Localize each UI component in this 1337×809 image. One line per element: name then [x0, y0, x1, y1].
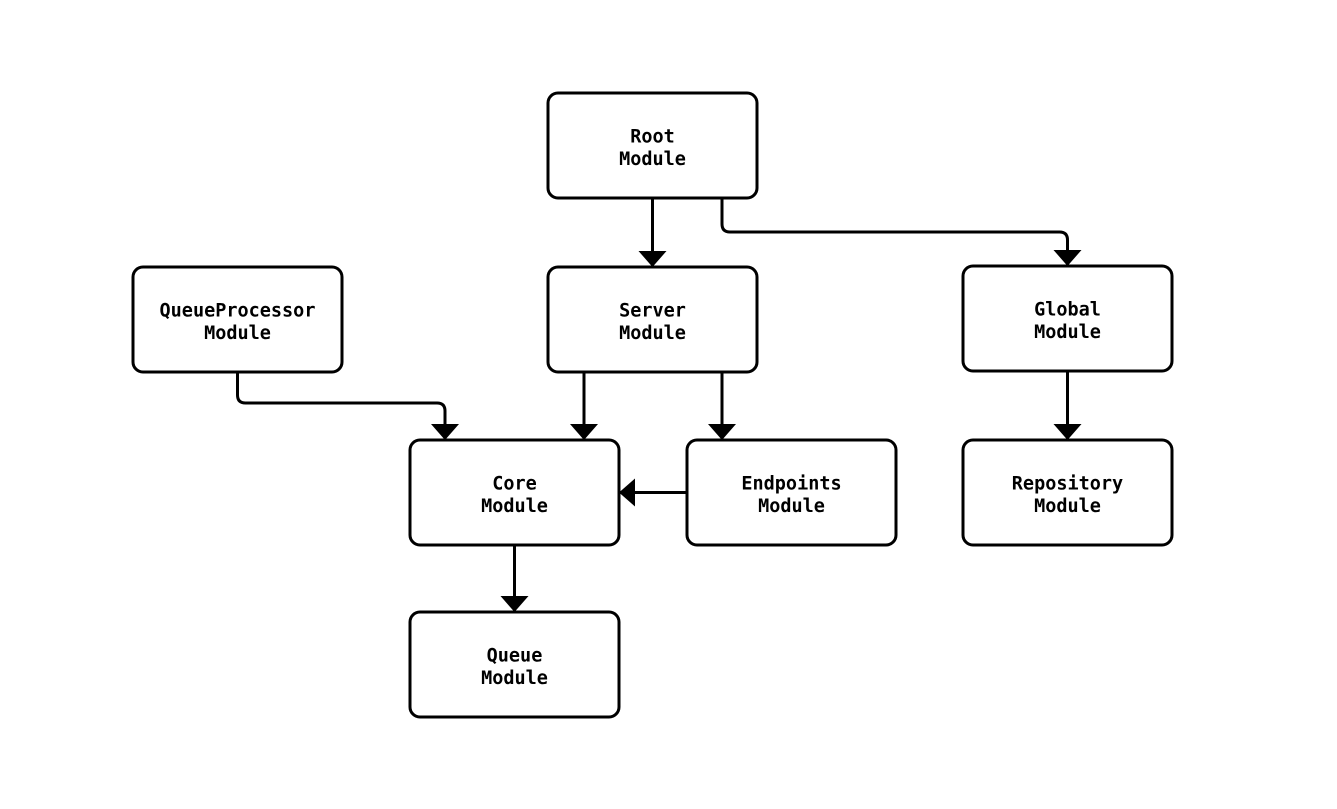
node-label-line-2: Module	[481, 496, 548, 517]
node-label-line-2: Module	[758, 496, 825, 517]
node-box	[961, 264, 1174, 373]
node-label-line-2: Module	[619, 323, 686, 344]
node-label-line-1: Global	[1034, 300, 1101, 321]
node-label-line-2: Module	[1034, 322, 1101, 343]
node-label-line-1: Queue	[487, 646, 543, 667]
edge-root-to-global	[720, 198, 1082, 266]
node-label-line-1: QueueProcessor	[160, 301, 316, 322]
node-label-line-2: Module	[481, 668, 548, 689]
node-label-line-1: Repository	[1012, 474, 1123, 495]
node-label-line-1: Core	[492, 474, 537, 495]
node-label-line-2: Module	[204, 323, 271, 344]
node-box	[408, 610, 621, 719]
node-label-line-1: Root	[630, 127, 675, 148]
node-box	[408, 438, 621, 547]
node-label-line-2: Module	[1034, 496, 1101, 517]
edge-queueprocessor-to-core	[236, 372, 459, 440]
node-box	[961, 438, 1174, 547]
node-label-line-1: Server	[619, 301, 686, 322]
node-box	[546, 265, 759, 374]
node-box	[546, 91, 759, 200]
node-box	[131, 265, 344, 374]
node-box	[685, 438, 898, 547]
node-label-line-2: Module	[619, 149, 686, 170]
node-label-line-1: Endpoints	[741, 474, 841, 495]
